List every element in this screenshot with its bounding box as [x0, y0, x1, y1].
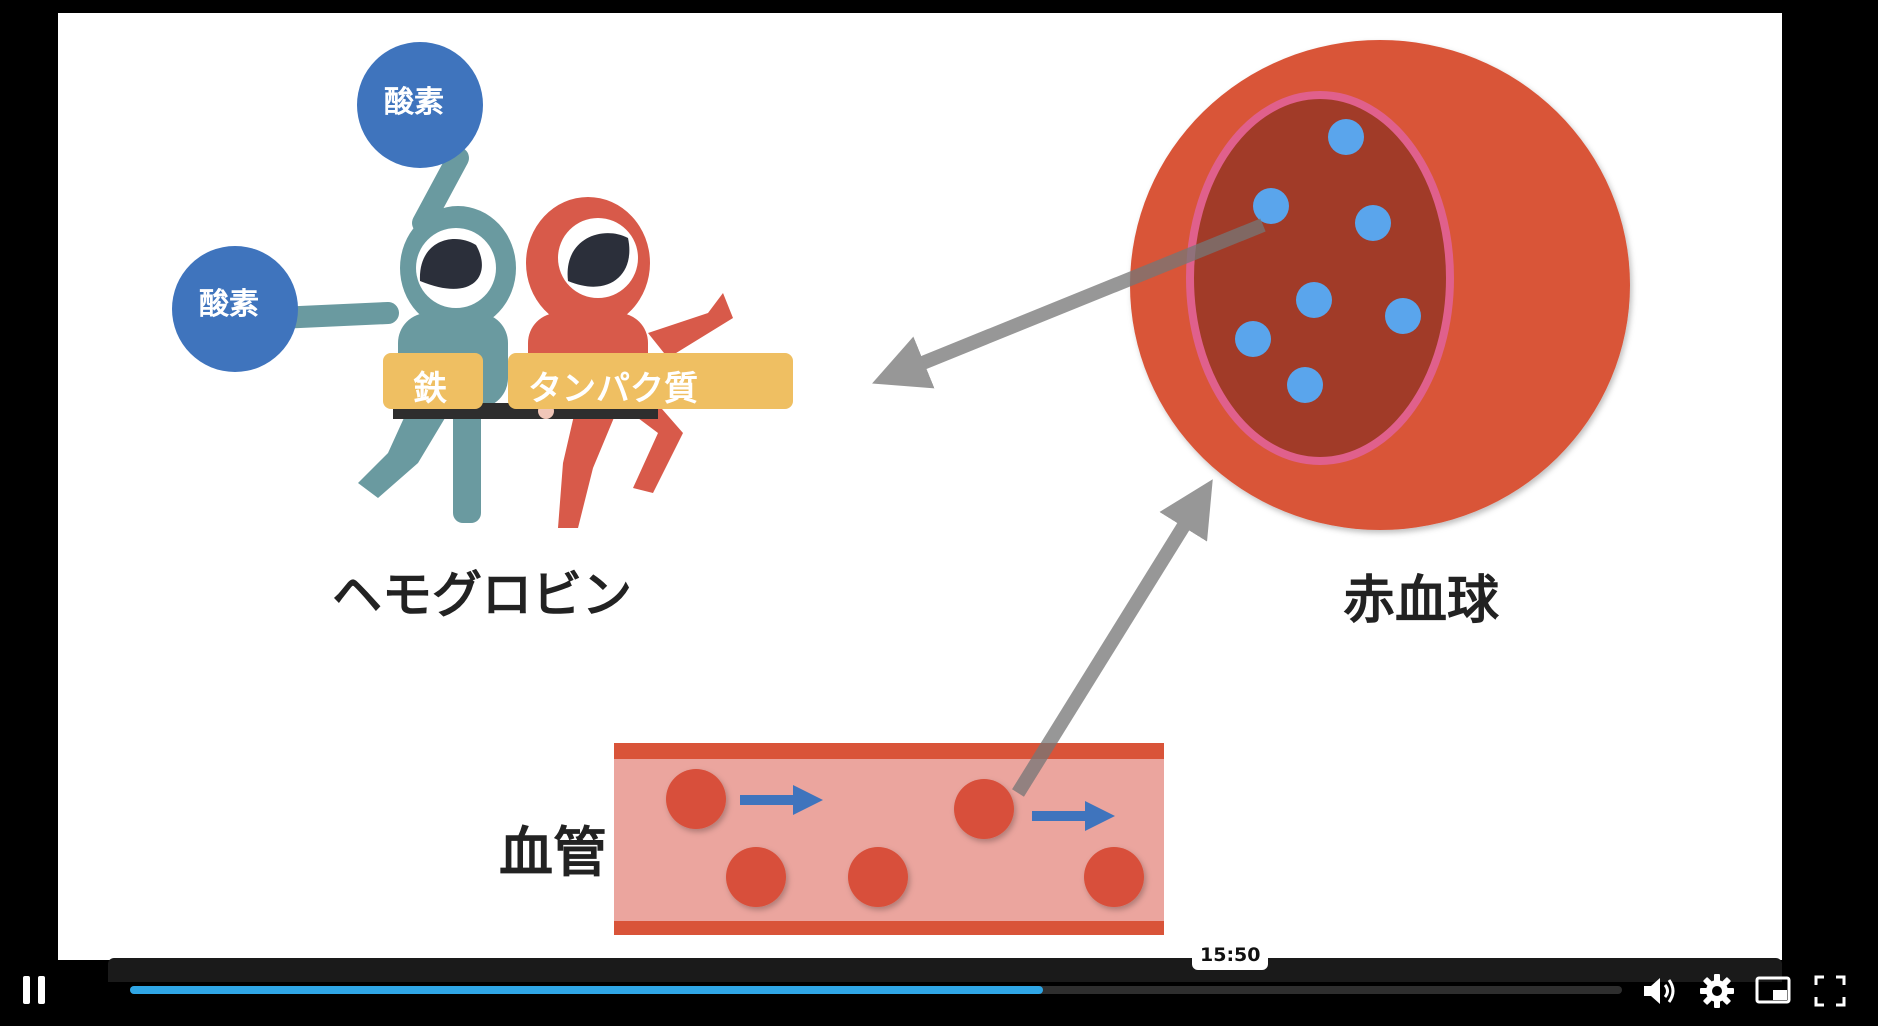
fullscreen-icon [1814, 975, 1846, 1007]
blood-vessel-illustration [614, 743, 1164, 935]
protein-tag [508, 353, 793, 409]
oxygen-label-top: 酸素 [384, 85, 444, 120]
iron-label: 鉄 [413, 369, 447, 409]
video-frame[interactable]: 酸素 酸素 鉄 タンパク質 ヘモグロビン 赤血球 血管 [58, 13, 1782, 960]
volume-button[interactable] [1640, 971, 1680, 1011]
oxygen-label-left: 酸素 [199, 287, 259, 322]
vessel-cells [666, 769, 1144, 907]
progress-track[interactable] [130, 986, 1622, 994]
progress-fill [130, 986, 1044, 994]
red-blood-cell-illustration [1130, 40, 1630, 530]
connector-arrows [872, 218, 1266, 797]
controls-strip [108, 958, 1782, 982]
gear-icon [1700, 974, 1734, 1008]
slide-illustration [172, 40, 1630, 935]
pause-button[interactable] [16, 972, 52, 1008]
hemoglobin-label: ヘモグロビン [332, 566, 632, 624]
oxygen-molecule-top [357, 42, 483, 168]
hemoglobin-dots [1235, 119, 1421, 403]
time-tooltip: 15:50 [1192, 941, 1269, 970]
flow-arrows [740, 785, 1115, 831]
pip-icon [1755, 976, 1791, 1004]
oxygen-molecule-left [172, 246, 298, 372]
pause-icon [23, 976, 45, 1004]
hemoglobin-illustration [172, 42, 793, 528]
protein-label: タンパク質 [528, 369, 698, 409]
vessel-label: 血管 [499, 821, 607, 884]
iron-tag [383, 353, 483, 409]
fullscreen-button[interactable] [1810, 971, 1850, 1011]
settings-button[interactable] [1697, 971, 1737, 1011]
rbc-label: 赤血球 [1343, 571, 1500, 631]
volume-icon [1644, 978, 1675, 1004]
pip-button[interactable] [1754, 971, 1794, 1011]
